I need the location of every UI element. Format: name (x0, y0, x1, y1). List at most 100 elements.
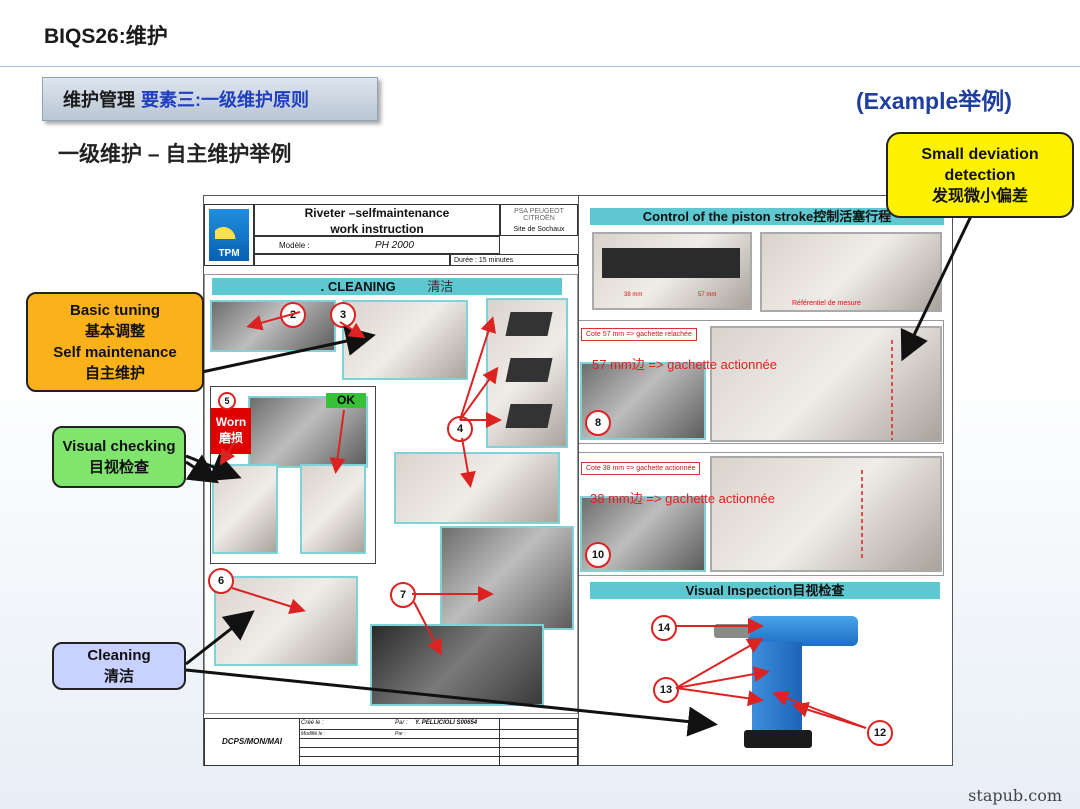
photo-riveter-tip (210, 300, 336, 352)
sheet-center-divider (578, 196, 579, 765)
callout-basic-tuning-line1: Basic tuning (69, 302, 160, 319)
callout-basic-tuning-line2: 基本调整 (84, 323, 145, 340)
footer-cree: Créé le : (301, 720, 324, 726)
worn-label-en: Worn (215, 415, 247, 429)
overlay-57: 57 mm边 => gachette actionnée (592, 357, 778, 372)
arrow-small-deviation (900, 213, 974, 362)
callout-small-deviation-line1: Small deviation (921, 145, 1039, 163)
red-arrow (459, 316, 496, 421)
callout-small-deviation-line2: detection (944, 166, 1016, 184)
note-38: Cote 38 mm => gachette actionnée (581, 462, 701, 475)
footer-modifie: Modifié le : (301, 731, 326, 737)
visual-inspection-bar: Visual Inspection目视检查 (590, 582, 940, 599)
page-subtitle: 一级维护 – 自主维护举例 (58, 143, 292, 166)
footer-table: DCPS/MON/MAI Créé le : Par : Y. PELLICIO… (204, 718, 578, 766)
photo-ok-jaw (300, 464, 366, 554)
sheet-title-line2: work instruction (330, 222, 424, 236)
callout-basic-tuning-line3: Self maintenance (53, 344, 177, 361)
example-label: (Example举例) (856, 88, 1012, 114)
callout-visual-checking: Visual checking 目视检查 (52, 426, 186, 488)
footer-author: Y. PELLICIOLI S00654 (415, 720, 478, 726)
red-arrow (460, 437, 476, 488)
banner-right: 要素三:一级维护原则 (141, 90, 309, 110)
step-number-10: 10 (585, 542, 611, 568)
slide-title: BIQS26:维护 (44, 25, 168, 48)
worn-label-cn: 磨损 (218, 431, 243, 445)
section-banner: 维护管理要素三:一级维护原则 (42, 77, 378, 121)
red-arrow (231, 587, 306, 615)
step-number-13: 13 (653, 677, 679, 703)
callout-small-deviation-line3: 发现微小偏差 (931, 187, 1028, 205)
step-number-14: 14 (651, 615, 677, 641)
footer-col-divider (499, 719, 500, 765)
footer-row-divider (299, 747, 577, 748)
sun-icon (215, 217, 243, 239)
red-arrow (459, 366, 499, 421)
step-number-6: 6 (208, 568, 234, 594)
callout-small-deviation: Small deviation detection 发现微小偏差 (886, 132, 1074, 218)
photo-rod (394, 452, 560, 524)
arrow-cleaning-right (185, 668, 718, 737)
photo-gauge-plate: 38 mm 57 mm (592, 232, 752, 310)
tpm-logo-text: TPM (218, 248, 240, 259)
site-name: Site de Sochaux (513, 226, 565, 233)
footer-row-divider (299, 738, 577, 739)
arrow-basic-tuning (201, 326, 376, 374)
step-number-12: 12 (867, 720, 893, 746)
piston-bar: Control of the piston stroke控制活塞行程 (590, 208, 944, 225)
banner-left: 维护管理 (63, 90, 135, 110)
photo-gauge-38 (710, 456, 942, 572)
overlay-38: 38 mm边 => gachette actionnée (590, 491, 776, 506)
callout-basic-tuning-line4: 自主维护 (84, 365, 145, 382)
footer-row-divider (299, 756, 577, 757)
red-arrow (246, 311, 301, 331)
footer-dept: DCPS/MON/MAI (205, 719, 300, 765)
ok-badge: OK (326, 393, 366, 408)
sheet-title-line1: Riveter –selfmaintenance (304, 206, 450, 220)
company-cell: PSA PEUGEOT CITROËN Site de Sochaux (500, 204, 578, 236)
cleaning-bar: . CLEANING 清洁 (212, 278, 562, 295)
model-label: Modèle : (279, 241, 310, 250)
photo-jaw-close-up (248, 396, 368, 468)
callout-cleaning: Cleaning 清洁 (52, 642, 186, 690)
model-extra-cell (254, 254, 450, 266)
step-number-7: 7 (390, 582, 416, 608)
model-value: PH 2000 (375, 240, 414, 251)
duration-cell: Durée : 15 minutes (450, 254, 578, 266)
red-arrow (329, 409, 346, 474)
riveter-nose-illustration (714, 624, 750, 638)
company-name: PSA PEUGEOT CITROËN (514, 208, 564, 222)
arrow-visual-to-ok (185, 454, 220, 484)
header-divider (0, 66, 1080, 67)
callout-basic-tuning: Basic tuning 基本调整 Self maintenance 自主维护 (26, 292, 204, 392)
callout-visual-checking-line1: Visual checking (62, 438, 176, 455)
red-arrow (675, 666, 770, 689)
step-number-5: 5 (218, 392, 236, 410)
label-57mm: 57 mm (698, 292, 717, 298)
gauge-plate (602, 248, 740, 278)
cleaning-bar-label-cn: 清洁 (427, 279, 454, 294)
red-arrow (339, 321, 366, 339)
step-number-2: 2 (280, 302, 306, 328)
arrow-cleaning-up (185, 610, 255, 666)
watermark: stapub.com (968, 786, 1062, 805)
step-number-8: 8 (585, 410, 611, 436)
photo-piston: Référentiel de mesure (760, 232, 942, 312)
callout-cleaning-line2: 清洁 (103, 668, 134, 685)
sheet-title-cell: Riveter –selfmaintenance work instructio… (254, 204, 500, 236)
red-arrow (413, 601, 442, 656)
label-38mm: 38 mm (624, 292, 643, 298)
work-instruction-sheet: TPM Riveter –selfmaintenance work instru… (203, 195, 953, 766)
tpm-logo: TPM (209, 209, 249, 261)
red-arrow (675, 687, 764, 707)
riveter-base-illustration (744, 730, 812, 748)
cleaning-bar-label: . CLEANING (320, 279, 396, 294)
footer-par2: Par : (395, 731, 406, 737)
duration-text: Durée : 15 minutes (454, 257, 514, 264)
note-57: Cote 57 mm => gachette relachée (581, 328, 697, 341)
red-arrow (675, 638, 764, 689)
callout-visual-checking-line2: 目视检查 (88, 459, 149, 476)
callout-cleaning-line1: Cleaning (87, 647, 151, 664)
referentiel-label: Référentiel de mesure (792, 300, 861, 307)
